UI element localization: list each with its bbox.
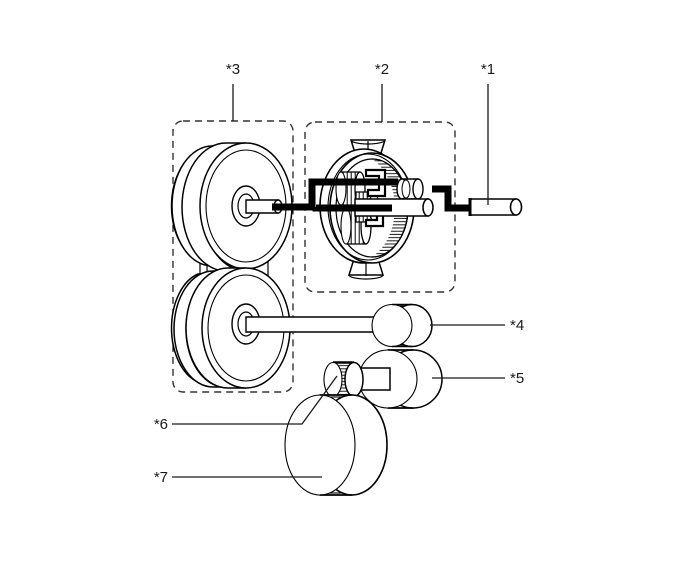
callout-label-5: *5 — [510, 370, 524, 387]
pulley-assembly — [170, 142, 393, 389]
callout-labels: *1 *2 *3 *4 *5 *6 *7 — [154, 61, 524, 486]
medium-knurled-gear — [358, 349, 443, 409]
large-knurled-disc — [284, 394, 388, 496]
callout-leaders — [172, 84, 505, 478]
callout-label-2: *2 — [375, 61, 389, 78]
callout-label-1: *1 — [481, 61, 495, 78]
shaft-pin — [468, 198, 523, 216]
harness-path — [272, 178, 470, 212]
callout-label-7: *7 — [154, 469, 168, 486]
small-knurled-gear — [371, 303, 433, 348]
leader-6 — [172, 375, 338, 425]
callout-label-4: *4 — [510, 317, 524, 334]
knurled-collar — [323, 361, 364, 398]
differential-bushing — [396, 178, 424, 200]
callout-label-6: *6 — [154, 416, 168, 433]
callout-label-3: *3 — [226, 61, 240, 78]
pulley-lower-shaft — [245, 316, 393, 333]
pulley-lower — [170, 267, 291, 389]
